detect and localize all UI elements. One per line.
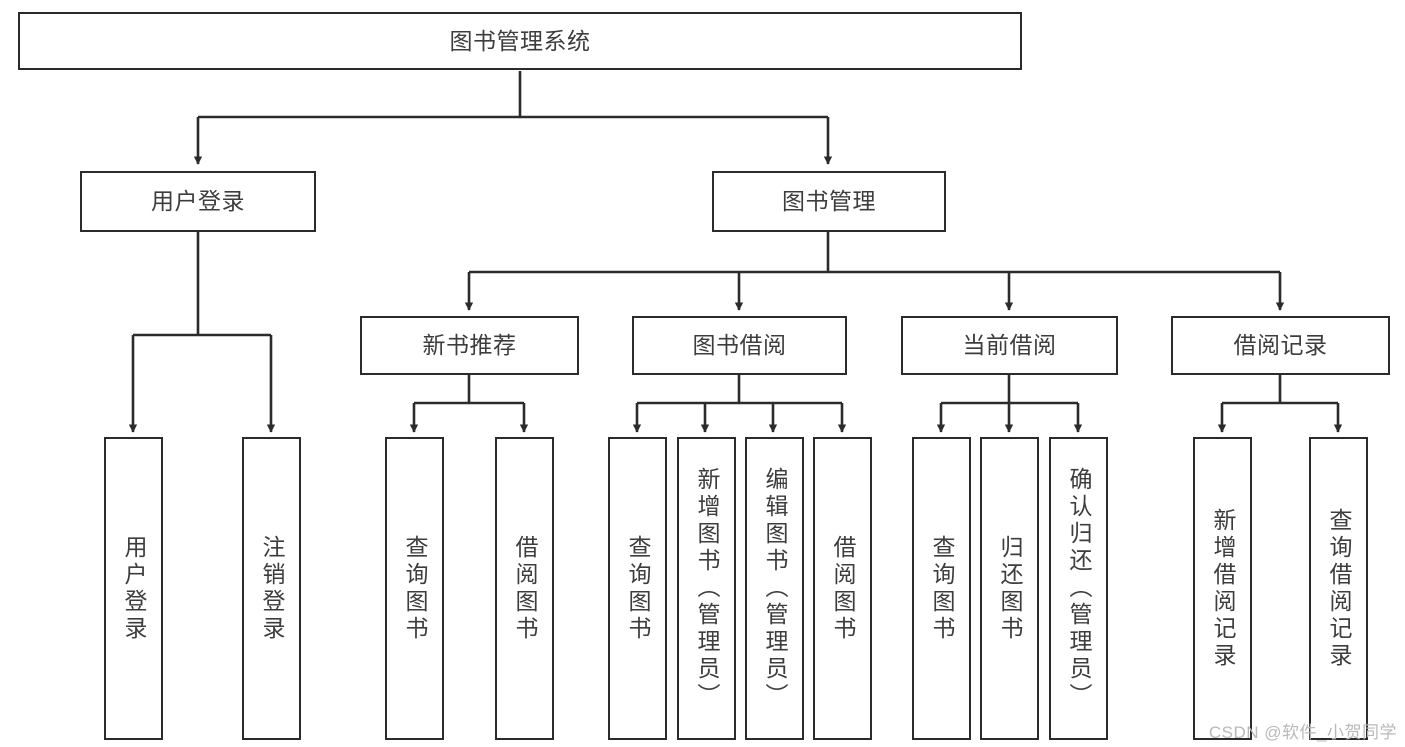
node-leaf-logout-login-label: 注销登录 — [259, 534, 285, 643]
node-leaf-add-borrow-record-label: 新增借阅记录 — [1210, 507, 1236, 670]
node-user-login[interactable]: 用户登录 — [80, 171, 316, 232]
node-user-login-label: 用户登录 — [151, 188, 245, 215]
node-leaf-query-borrow-record-label: 查询借阅记录 — [1326, 507, 1352, 670]
node-leaf-borrow-book-1-label: 借阅图书 — [512, 534, 538, 643]
node-root-label: 图书管理系统 — [449, 27, 591, 54]
node-leaf-query-book-3[interactable]: 查询图书 — [912, 437, 971, 740]
node-book-management[interactable]: 图书管理 — [712, 171, 946, 232]
node-new-book-recommend-label: 新书推荐 — [422, 332, 517, 359]
node-current-borrow-label: 当前借阅 — [962, 332, 1057, 359]
node-current-borrow[interactable]: 当前借阅 — [901, 316, 1118, 375]
node-borrow-record[interactable]: 借阅记录 — [1171, 316, 1390, 375]
node-borrow-record-label: 借阅记录 — [1233, 332, 1328, 359]
node-leaf-query-book-1-label: 查询图书 — [402, 534, 428, 643]
node-leaf-confirm-return-admin-label: 确认归还（管理员） — [1066, 467, 1092, 710]
node-leaf-return-book-label: 归还图书 — [997, 534, 1023, 643]
node-leaf-borrow-book-1[interactable]: 借阅图书 — [495, 437, 554, 740]
node-leaf-return-book[interactable]: 归还图书 — [980, 437, 1039, 740]
node-leaf-confirm-return-admin[interactable]: 确认归还（管理员） — [1049, 437, 1108, 740]
csdn-watermark: CSDN @软件_小贺同学 — [1208, 723, 1397, 742]
node-leaf-query-book-2[interactable]: 查询图书 — [608, 437, 667, 740]
node-leaf-logout-login[interactable]: 注销登录 — [242, 437, 301, 740]
node-root-book-management-system[interactable]: 图书管理系统 — [18, 12, 1022, 70]
node-leaf-borrow-book-2[interactable]: 借阅图书 — [813, 437, 872, 740]
node-leaf-user-login-label: 用户登录 — [121, 534, 147, 643]
node-leaf-add-borrow-record[interactable]: 新增借阅记录 — [1193, 437, 1252, 740]
node-leaf-add-book-admin[interactable]: 新增图书（管理员） — [677, 437, 736, 740]
node-leaf-query-borrow-record[interactable]: 查询借阅记录 — [1309, 437, 1368, 740]
node-leaf-user-login[interactable]: 用户登录 — [104, 437, 163, 740]
node-leaf-add-book-admin-label: 新增图书（管理员） — [694, 467, 720, 710]
node-leaf-edit-book-admin-label: 编辑图书（管理员） — [762, 467, 788, 710]
node-leaf-edit-book-admin[interactable]: 编辑图书（管理员） — [745, 437, 804, 740]
node-leaf-query-book-3-label: 查询图书 — [929, 534, 955, 643]
node-leaf-query-book-2-label: 查询图书 — [625, 534, 651, 643]
node-new-book-recommend[interactable]: 新书推荐 — [360, 316, 579, 375]
node-book-management-label: 图书管理 — [782, 188, 876, 215]
node-leaf-borrow-book-2-label: 借阅图书 — [830, 534, 856, 643]
node-book-borrow[interactable]: 图书借阅 — [632, 316, 847, 375]
node-leaf-query-book-1[interactable]: 查询图书 — [385, 437, 444, 740]
node-book-borrow-label: 图书借阅 — [692, 332, 787, 359]
